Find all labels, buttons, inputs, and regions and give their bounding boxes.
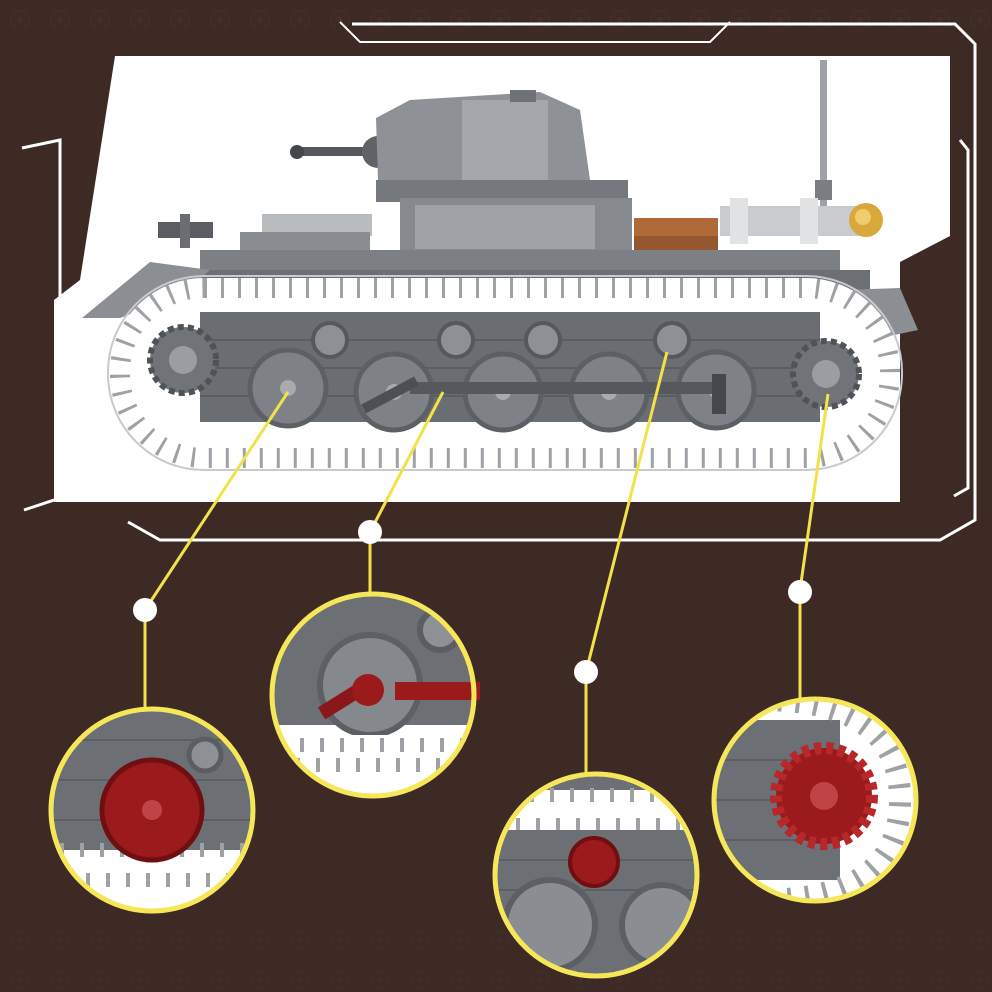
decorative-frame — [21, 21, 977, 542]
suspension-arm-icon — [317, 674, 480, 720]
callout-support-roller — [492, 771, 700, 979]
tank-model — [82, 60, 918, 471]
callout-dots — [133, 520, 812, 684]
callout-drive-sprocket — [711, 696, 919, 904]
support-roller-icon — [568, 836, 620, 888]
callout-road-wheel — [48, 706, 256, 914]
